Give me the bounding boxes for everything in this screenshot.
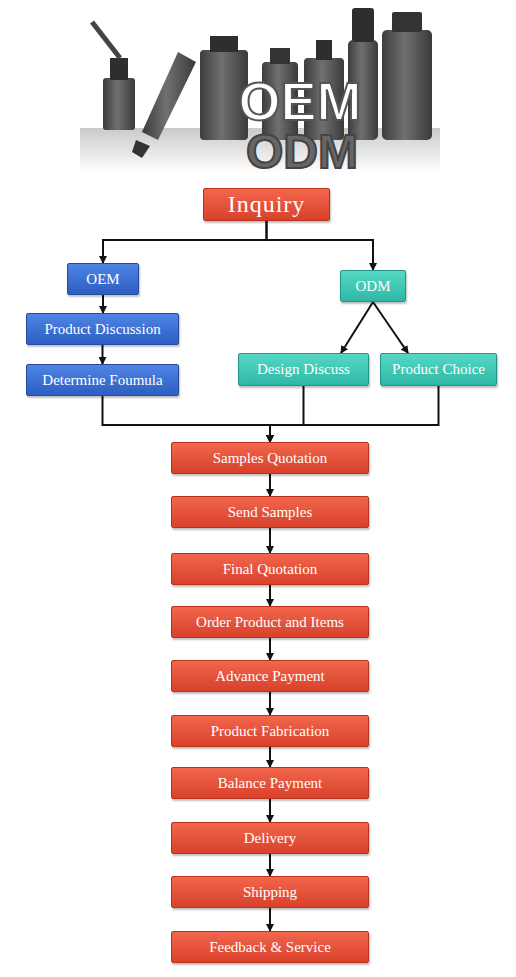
box-label: Samples Quotation [213, 450, 328, 467]
process-box: Send Samples [171, 496, 369, 528]
process-box: Determine Foumula [26, 364, 179, 396]
process-box: Product Discussion [26, 313, 179, 345]
box-label: Final Quotation [223, 561, 318, 578]
process-box: Samples Quotation [171, 442, 369, 474]
box-label: Order Product and Items [196, 614, 344, 631]
box-label: Product Discussion [44, 321, 160, 338]
flow-arrow [270, 386, 304, 442]
flow-arrow [269, 692, 271, 715]
flow-arrow [102, 345, 104, 364]
flow-arrow [103, 396, 271, 442]
process-box: Order Product and Items [171, 606, 369, 638]
process-box: Advance Payment [171, 660, 369, 692]
flow-arrow [269, 908, 271, 931]
box-label: Inquiry [228, 191, 306, 217]
flow-arrow [102, 295, 104, 313]
branch-box: ODM [340, 270, 406, 302]
flow-arrow [341, 302, 373, 353]
process-box: Feedback & Service [171, 931, 369, 963]
box-label: Shipping [243, 884, 297, 901]
box-label: Product Fabrication [211, 723, 330, 740]
process-box: Product Choice [380, 353, 497, 386]
brand-word: ODM [246, 125, 358, 178]
box-label: Advance Payment [215, 668, 325, 685]
flow-arrow [269, 854, 271, 876]
flow-arrow [269, 799, 271, 822]
box-label: Send Samples [228, 504, 313, 521]
box-label: Balance Payment [218, 775, 323, 792]
box-label: Delivery [244, 830, 296, 847]
flow-arrow [270, 386, 439, 442]
process-box: Final Quotation [171, 553, 369, 585]
flow-arrow [269, 638, 271, 660]
brand-word: OEM [238, 71, 361, 131]
flow-arrow [269, 585, 271, 606]
flow-arrow [103, 221, 267, 263]
flow-arrow [269, 474, 271, 496]
box-label: OEM [86, 271, 119, 288]
box-label: Determine Foumula [42, 372, 162, 389]
box-label: Feedback & Service [209, 939, 331, 956]
start-box: Inquiry [203, 188, 330, 221]
process-box: Design Discuss [238, 353, 369, 386]
box-label: ODM [355, 278, 390, 295]
flow-arrow [269, 528, 271, 553]
flow-arrow [373, 302, 408, 353]
branch-box: OEM [67, 263, 139, 295]
process-box: Product Fabrication [171, 715, 369, 747]
box-label: Product Choice [392, 361, 485, 378]
process-box: Balance Payment [171, 767, 369, 799]
process-box: Shipping [171, 876, 369, 908]
flow-arrow [267, 221, 374, 270]
process-box: Delivery [171, 822, 369, 854]
box-label: Design Discuss [257, 361, 350, 378]
flow-arrow [269, 747, 271, 767]
product-illustration: OEMODM [0, 0, 516, 180]
